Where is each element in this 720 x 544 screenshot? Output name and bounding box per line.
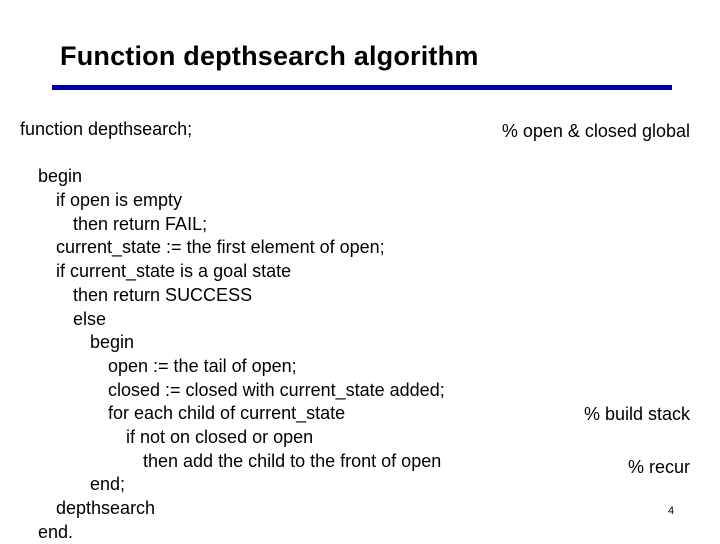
code-line: for each child of current_state <box>0 402 720 426</box>
code-line: if current_state is a goal state <box>0 260 720 284</box>
code-line: current_state := the first element of op… <box>0 236 720 260</box>
code-line-text: open := the tail of open; <box>108 355 297 376</box>
title-underline-rule <box>52 85 672 90</box>
code-line-text: end. <box>38 521 74 542</box>
code-line: depthsearch <box>0 497 720 521</box>
slide-number: 4 <box>668 505 675 517</box>
page-title: Function depthsearch algorithm <box>60 41 479 71</box>
code-line-text: if open is empty <box>56 190 183 211</box>
code-line: if open is empty <box>0 189 720 213</box>
code-line: else <box>0 308 720 332</box>
pseudocode-block: function depthsearch; begin if open is emp… <box>0 118 720 544</box>
code-line: begin <box>0 331 720 355</box>
code-line: end; <box>0 473 720 497</box>
code-line-blank <box>0 142 720 166</box>
code-line-text: else <box>73 308 107 329</box>
code-line: function depthsearch; <box>0 118 720 142</box>
code-line: then add the child to the front of open <box>0 450 720 474</box>
code-line-text: begin <box>90 332 135 353</box>
code-line-text: depthsearch <box>56 498 156 518</box>
code-line-text: if not on closed or open <box>126 426 314 447</box>
code-line-text: for each child of current_state <box>108 403 346 424</box>
code-line: if not on closed or open <box>0 426 720 450</box>
code-line-text: then return SUCCESS <box>73 284 253 305</box>
code-line-text: begin <box>38 166 83 187</box>
code-line: end. <box>0 521 720 544</box>
code-line-text: current_state := the first element of op… <box>56 237 385 258</box>
code-line-text: if current_state is a goal state <box>56 261 292 282</box>
code-line-text: function depthsearch; <box>20 119 193 139</box>
code-line: open := the tail of open; <box>0 355 720 379</box>
code-line: then return SUCCESS <box>0 284 720 308</box>
code-line-text: closed := closed with current_state adde… <box>108 379 445 400</box>
code-line-text: then return FAIL; <box>73 213 208 234</box>
code-line: then return FAIL; <box>0 213 720 237</box>
code-line: closed := closed with current_state adde… <box>0 379 720 403</box>
code-line-text: end; <box>90 474 126 495</box>
code-line: begin <box>0 165 720 189</box>
code-line-text: then add the child to the front of open <box>143 450 442 471</box>
